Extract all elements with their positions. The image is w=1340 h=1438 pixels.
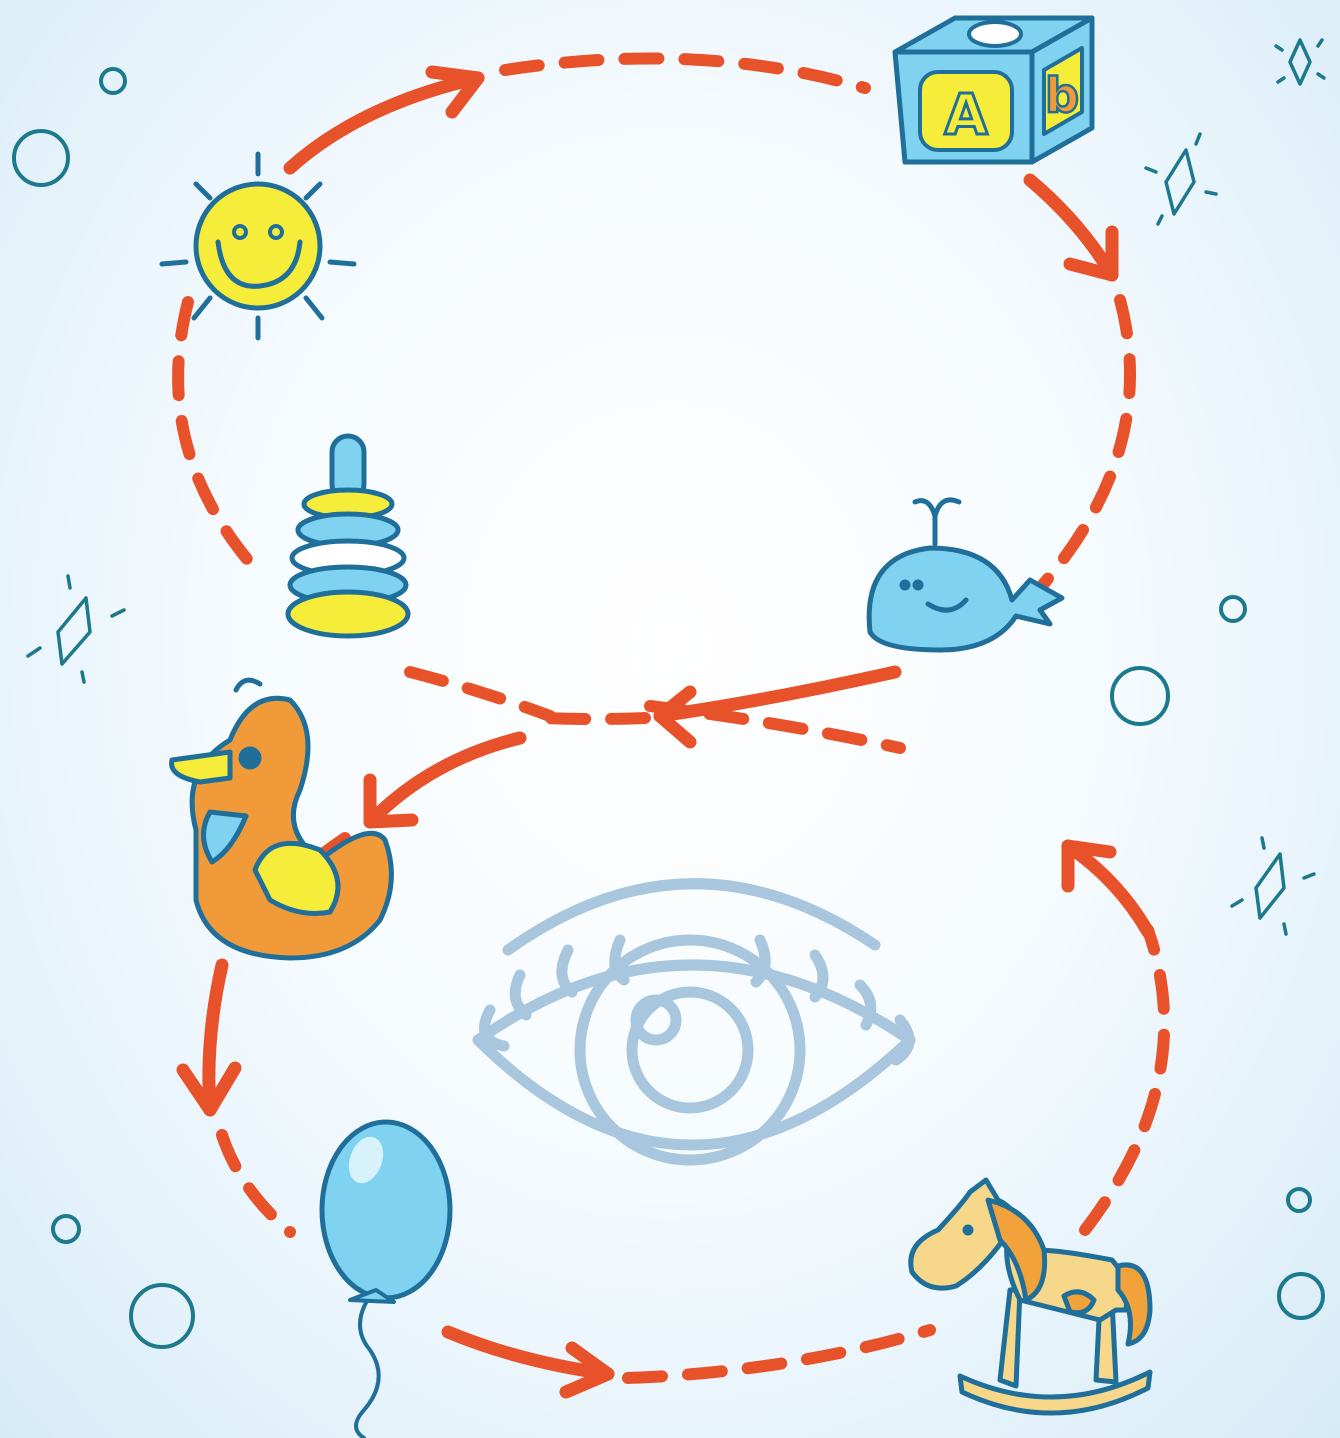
sparkle-icon — [1276, 40, 1324, 84]
block-letter-a: A — [944, 83, 988, 148]
dashed-path-segment — [222, 1135, 290, 1232]
arrow-sun-to-block — [290, 78, 478, 168]
rocking-horse-icon — [911, 1180, 1150, 1413]
bubble-icon — [131, 1285, 193, 1347]
dashed-path-segment — [410, 672, 550, 716]
bubble-icon — [101, 69, 125, 93]
dashed-path-segment — [505, 58, 865, 88]
dashed-path-segment — [545, 718, 645, 719]
sparkle-icon — [1232, 838, 1314, 934]
sparkle-icon — [28, 576, 124, 682]
bubble-icon — [1221, 597, 1245, 621]
dashed-path-segment — [1085, 930, 1164, 1230]
bubble-icon — [1288, 1189, 1310, 1211]
duck-icon — [172, 680, 392, 958]
bubble-icon — [14, 131, 68, 185]
balloon-icon — [322, 1122, 450, 1438]
bubble-icon — [53, 1216, 79, 1242]
whale-icon — [869, 500, 1062, 650]
eye-icon — [478, 884, 910, 1160]
sparkle-icon — [1146, 134, 1216, 224]
arrow-center-to-duck — [370, 738, 520, 822]
arrow-horse-to-center — [1068, 846, 1148, 932]
dashed-path-segment — [178, 302, 258, 572]
block-letter-b: b — [1045, 68, 1079, 124]
pyramid-toy-icon — [288, 436, 408, 636]
bubble-icon — [1112, 668, 1168, 724]
bubble-icon — [1279, 1274, 1323, 1318]
dashed-path-segment — [628, 1330, 930, 1378]
dashed-path-segment — [1040, 300, 1130, 588]
alphabet-block-icon: A b — [895, 18, 1092, 162]
